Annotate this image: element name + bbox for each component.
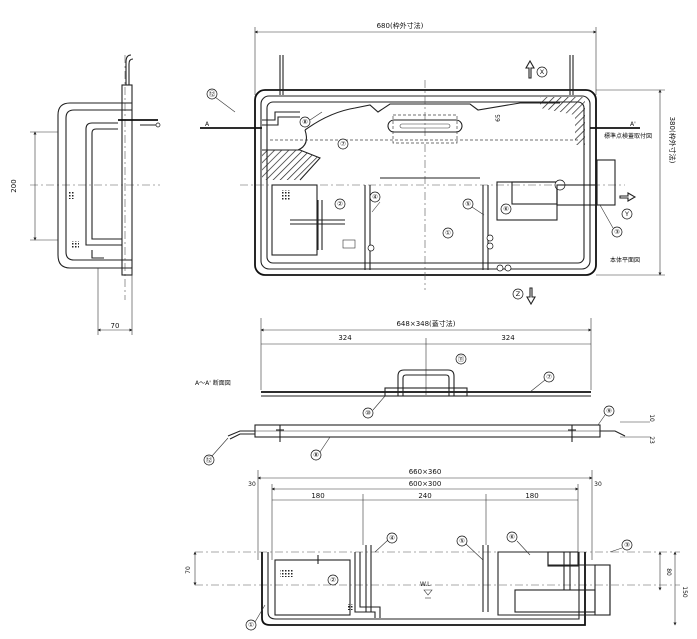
cover-view: 648×348(蓋寸法) 324 324 10 23 A～A' 断面図 [195, 318, 655, 444]
section-right-150: 150 [681, 586, 688, 598]
side-width-dim: 70 [111, 322, 120, 330]
svg-text:④: ④ [389, 534, 395, 542]
svg-text:③: ③ [614, 228, 620, 236]
cover-overall-dim: 648×348(蓋寸法) [396, 319, 455, 328]
callout-12-cover [203, 454, 215, 466]
callout-8-cover [310, 449, 322, 461]
grate-mark [348, 604, 354, 610]
callout-1-section [245, 619, 257, 631]
plan-view: 680(枠外寸法) [200, 21, 677, 306]
section-seg-2: 240 [418, 492, 431, 500]
section-seg-3: 180 [525, 492, 538, 500]
mark-a-left: A [205, 121, 210, 128]
svg-text:⑩: ⑩ [365, 409, 371, 417]
cover-note: 標準点検蓋取付図 [604, 132, 652, 140]
callout-9-cover [603, 405, 615, 417]
svg-text:④: ④ [372, 193, 378, 201]
callout-11-cover [455, 353, 467, 365]
section-seg-1: 180 [311, 492, 324, 500]
side-view: 200 70 [10, 54, 161, 335]
callout-4-section [386, 532, 398, 544]
cover-flange-right: 10 [648, 414, 655, 422]
svg-text:⑦: ⑦ [546, 373, 552, 381]
section-outer-dim: 660×360 [409, 468, 442, 476]
svg-text:③: ③ [624, 541, 630, 549]
water-level: W.L [420, 581, 431, 588]
grate-mark [282, 190, 290, 200]
plan-width-dim: 680(枠外寸法) [377, 21, 424, 30]
svg-text:⑧: ⑧ [313, 451, 319, 459]
plan-height-dim: 380(枠外寸法) [668, 117, 677, 164]
grate-mark [68, 192, 75, 199]
section-aa-title: A～A' 断面図 [195, 379, 231, 387]
section-inner-dim: 600×300 [409, 480, 442, 488]
svg-text:①: ① [248, 621, 254, 629]
svg-text:⑤: ⑤ [459, 537, 465, 545]
arrow-z-label: Z [516, 290, 521, 298]
callout-12-plan [206, 88, 218, 100]
cover-flange-depth: 23 [648, 436, 655, 444]
callouts: ⑫ ⑧ ⑦ ② ④ ① ⑤ ⑥ ③ ⑪ ⑦ ⑩ ⑨ ⑧ [203, 88, 633, 631]
cover-half-right: 324 [501, 334, 515, 342]
arrow-y-label: Y [624, 210, 629, 218]
svg-text:⑦: ⑦ [340, 140, 346, 148]
callout-5-section [456, 535, 468, 547]
callout-8-plan [299, 116, 311, 128]
callout-3-section [621, 539, 633, 551]
grate-mark [72, 241, 79, 248]
svg-text:⑫: ⑫ [209, 90, 216, 98]
callout-7-cover [543, 371, 555, 383]
section-right-80: 80 [665, 568, 672, 576]
callout-3-plan [611, 226, 623, 238]
mark-a-right: A' [630, 121, 636, 128]
svg-text:⑨: ⑨ [606, 407, 612, 415]
plan-title: 本体平面図 [610, 256, 640, 264]
callout-6-plan [500, 203, 512, 215]
svg-text:②: ② [330, 576, 336, 584]
section-left-70: 70 [185, 566, 192, 574]
callout-7-plan [337, 138, 349, 150]
svg-text:⑧: ⑧ [302, 118, 308, 126]
callout-6-section [506, 531, 518, 543]
callout-2-plan [334, 198, 346, 210]
arrow-x-label: X [540, 68, 545, 76]
section-view: 660×360 600×300 30 30 180 240 180 [185, 468, 688, 626]
callout-5-plan [462, 198, 474, 210]
callout-1-plan [442, 227, 454, 239]
section-edge-left: 30 [248, 481, 256, 488]
svg-text:⑥: ⑥ [509, 533, 515, 541]
svg-text:⑪: ⑪ [458, 355, 465, 363]
svg-text:①: ① [445, 229, 451, 237]
svg-text:②: ② [337, 200, 343, 208]
plan-depth-note: 65 [495, 114, 502, 122]
cover-half-left: 324 [338, 334, 352, 342]
grate-mark [280, 570, 294, 577]
section-edge-right: 30 [594, 481, 602, 488]
svg-text:⑫: ⑫ [206, 456, 213, 464]
callout-2-section [327, 574, 339, 586]
callout-10-cover [362, 407, 374, 419]
callout-4-plan [369, 191, 381, 203]
svg-text:⑥: ⑥ [503, 205, 509, 213]
svg-text:⑤: ⑤ [465, 200, 471, 208]
side-height-dim: 200 [10, 179, 18, 192]
